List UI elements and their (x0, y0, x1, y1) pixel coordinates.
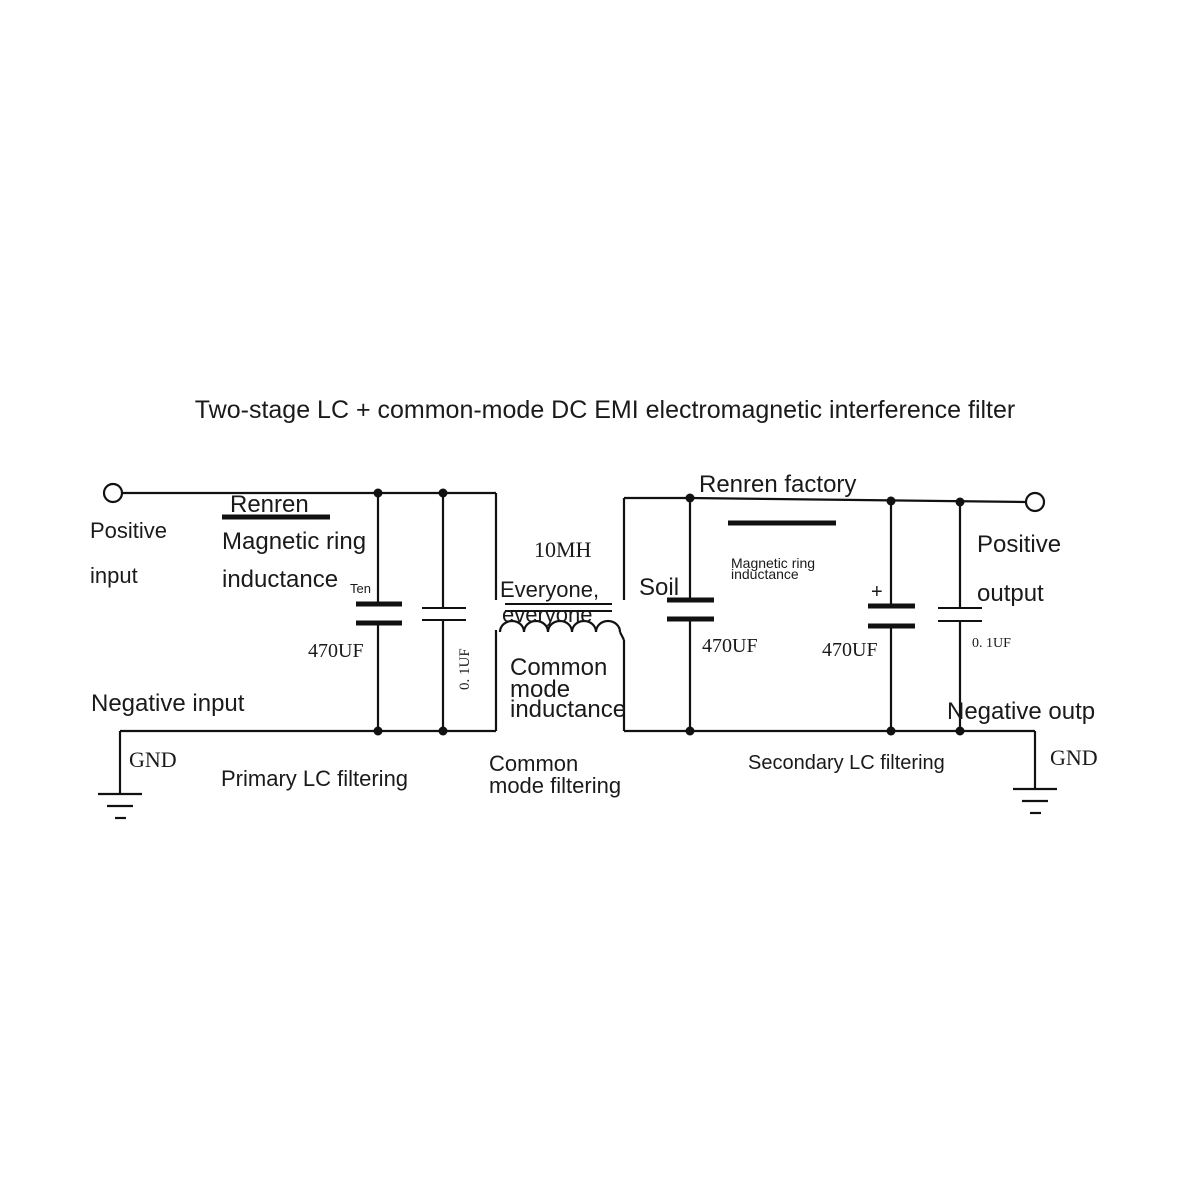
capacitor-470uf-left (356, 493, 402, 731)
ground-symbol-left (98, 792, 142, 820)
secondary-lc-label: Secondary LC filtering (748, 752, 945, 774)
left-top-rail (123, 491, 498, 600)
positive-output-label: Positive (977, 531, 1061, 558)
everyone-label: everyone (502, 602, 593, 627)
junction-node (373, 726, 383, 736)
cap3-value: 470UF (702, 635, 758, 657)
cap1-value: 470UF (308, 640, 364, 662)
ground-symbol-right (1013, 787, 1057, 815)
cm-inductance-label: mode (510, 676, 570, 703)
cm-value-label: 10MH (534, 537, 592, 562)
positive-input-label: Positive (90, 518, 167, 543)
left-bottom-rail (118, 630, 498, 793)
inductance-label: inductance (222, 566, 338, 593)
capacitor-470uf-right (868, 501, 915, 731)
positive-output-terminal (1024, 491, 1046, 513)
negative-input-label: Negative input (91, 690, 245, 717)
everyone-label: Everyone, (500, 577, 599, 602)
junction-node (373, 488, 383, 498)
renren-factory-label: Renren factory (699, 471, 856, 498)
gnd-label-left: GND (129, 747, 177, 772)
cm-inductance-label: Common (510, 654, 607, 681)
magnetic-ring-small-label: Magnetic ring (731, 555, 815, 571)
cap4-value: 470UF (822, 639, 878, 661)
junction-node (886, 726, 896, 736)
diagram-title: Two-stage LC + common-mode DC EMI electr… (195, 396, 1015, 424)
cm-filtering-label: Common (489, 751, 578, 776)
positive-output-label: output (977, 580, 1044, 607)
cap2-value: 0. 1UF (457, 648, 473, 690)
gnd-label-right: GND (1050, 745, 1098, 770)
cm-inductance-label: inductance (510, 696, 626, 723)
capacitor-0-1uf-right (938, 502, 982, 731)
junction-node (955, 497, 965, 507)
renren-label-left: Renren (230, 491, 309, 518)
magnetic-ring-label: Magnetic ring (222, 528, 366, 555)
junction-node (955, 726, 965, 736)
cap5-value: 0. 1UF (972, 636, 1011, 651)
negative-output-label: Negative outp (947, 698, 1095, 725)
soil-label: Soil (639, 574, 679, 601)
right-top-rail (622, 496, 1026, 600)
capacitor-470uf-mid (667, 498, 714, 731)
positive-input-terminal (102, 482, 124, 504)
primary-lc-label: Primary LC filtering (221, 766, 408, 791)
junction-node (685, 726, 695, 736)
junction-node (438, 726, 448, 736)
junction-node (886, 496, 896, 506)
junction-node (438, 488, 448, 498)
magnetic-ring-small-label: inductance (731, 566, 799, 582)
capacitor-0-1uf-left (422, 493, 466, 731)
positive-input-label: input (90, 563, 138, 588)
common-mode-choke (498, 603, 625, 641)
cm-filtering-label: mode filtering (489, 773, 621, 798)
ten-label: Ten (350, 581, 371, 596)
plus-sign: + (871, 581, 883, 603)
junction-node (685, 493, 695, 503)
